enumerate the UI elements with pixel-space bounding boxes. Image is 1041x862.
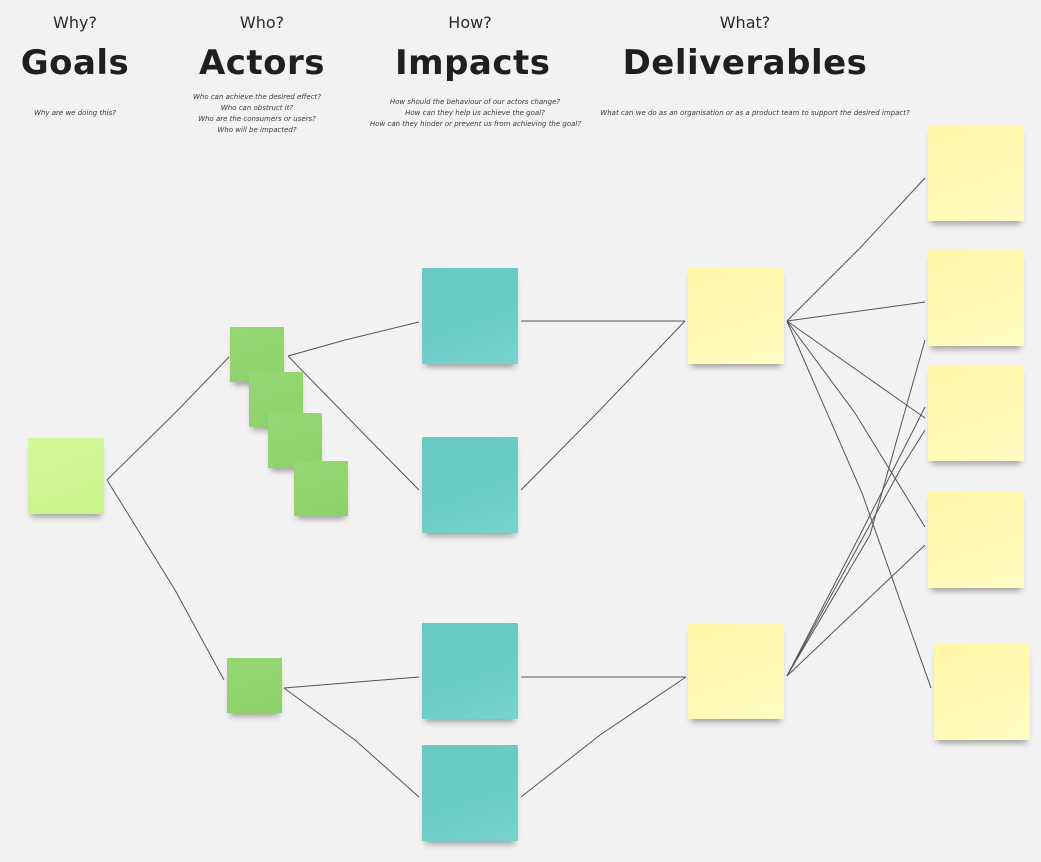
connector-line bbox=[786, 301, 926, 322]
impacts-description-line: How should the behaviour of our actors c… bbox=[389, 98, 561, 106]
impacts-description: How should the behaviour of our actors c… bbox=[370, 97, 582, 130]
connector-line bbox=[106, 479, 225, 681]
connector-line bbox=[786, 320, 926, 528]
deliverables-title: Deliverables bbox=[622, 43, 868, 83]
deliverable-sticky-note[interactable] bbox=[688, 623, 784, 719]
impact-sticky-note[interactable] bbox=[422, 745, 518, 841]
actors-description-line: Who can achieve the desired effect? bbox=[192, 93, 322, 101]
actors-header: Who? Actors bbox=[192, 13, 332, 83]
deliverable-sticky-note[interactable] bbox=[928, 125, 1024, 221]
connector-line bbox=[287, 355, 420, 491]
impact-sticky-note[interactable] bbox=[422, 623, 518, 719]
deliverable-sticky-note[interactable] bbox=[928, 250, 1024, 346]
connector-line bbox=[520, 320, 686, 491]
goals-title: Goals bbox=[20, 43, 130, 83]
connector-line bbox=[786, 429, 926, 677]
deliverable-sticky-note[interactable] bbox=[928, 365, 1024, 461]
actor-sticky-note[interactable] bbox=[227, 658, 282, 713]
actors-question: Who? bbox=[239, 13, 285, 32]
impacts-question: How? bbox=[448, 13, 492, 32]
connector-line bbox=[287, 321, 420, 357]
actors-description-line: Who are the consumers or users? bbox=[198, 114, 316, 123]
actors-description: Who can achieve the desired effect? Who … bbox=[182, 92, 332, 135]
actors-description-line: Who will be impacted? bbox=[217, 125, 297, 134]
deliverables-question: What? bbox=[719, 13, 771, 32]
impact-sticky-note[interactable] bbox=[422, 268, 518, 364]
impacts-description-line: How can they help us achieve the goal? bbox=[405, 108, 545, 117]
deliverable-sticky-note[interactable] bbox=[928, 492, 1024, 588]
connector-line bbox=[283, 676, 420, 689]
actor-sticky-note[interactable] bbox=[268, 413, 322, 468]
deliverable-sticky-note[interactable] bbox=[934, 644, 1030, 740]
connector-line bbox=[786, 406, 926, 677]
connector-line bbox=[786, 320, 932, 689]
impacts-header: How? Impacts bbox=[395, 13, 551, 83]
goals-header: Why? Goals bbox=[20, 13, 130, 83]
connector-line bbox=[786, 544, 926, 677]
connector-line bbox=[106, 356, 230, 481]
actors-description-line: Who can obstruct it? bbox=[220, 103, 294, 112]
connector-line bbox=[786, 177, 926, 322]
deliverables-description-line: What can we do as an organisation or as … bbox=[600, 109, 910, 117]
deliverables-description: What can we do as an organisation or as … bbox=[600, 108, 910, 119]
connector-line bbox=[283, 687, 420, 798]
goals-description: Why are we doing this? bbox=[20, 108, 130, 119]
goals-description-line: Why are we doing this? bbox=[34, 109, 116, 117]
goal-sticky-note[interactable] bbox=[28, 438, 104, 514]
connector-line bbox=[520, 676, 687, 798]
actors-title: Actors bbox=[198, 43, 326, 83]
goals-question: Why? bbox=[53, 13, 97, 32]
connector-line bbox=[786, 339, 926, 677]
impacts-title: Impacts bbox=[395, 43, 551, 83]
deliverable-sticky-note[interactable] bbox=[688, 268, 784, 364]
actor-sticky-note[interactable] bbox=[294, 461, 348, 516]
impacts-description-line: How can they hinder or prevent us from a… bbox=[370, 119, 582, 128]
connector-line bbox=[786, 320, 926, 419]
impact-sticky-note[interactable] bbox=[422, 437, 518, 533]
deliverables-header: What? Deliverables bbox=[620, 13, 870, 83]
